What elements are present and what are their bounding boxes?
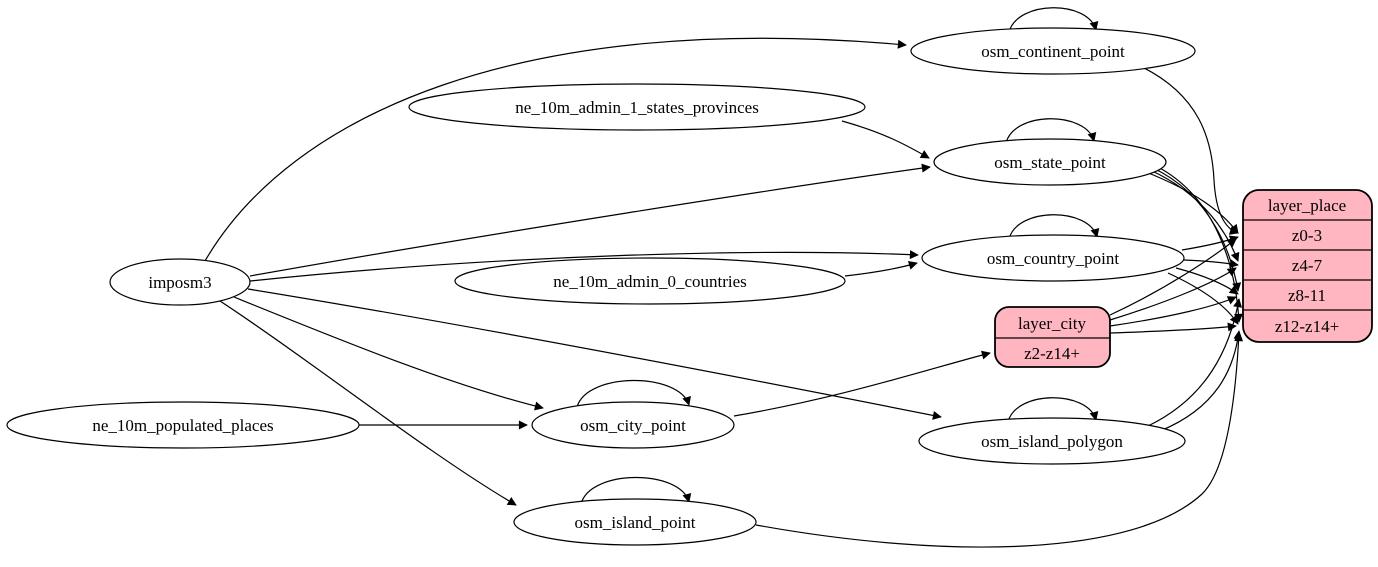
edge-layer-city-layer-place-z12-z14 xyxy=(1109,322,1237,334)
edge-osm-city-point-self xyxy=(576,379,691,408)
layer-city-row-z2-z14: z2-z14+ xyxy=(1024,344,1080,363)
node-osm-country-point: osm_country_point xyxy=(921,234,1185,282)
osm-continent-point-label: osm_continent_point xyxy=(981,42,1125,61)
edge-osm-country-point-layer-place-z0-3 xyxy=(1181,235,1239,251)
edge-osm-state-point-layer-place-z0-3 xyxy=(1145,171,1239,234)
edge-osm-state-point-layer-place-z8-11 xyxy=(1152,167,1242,292)
edge-osm-country-point-layer-place-z4-7 xyxy=(1183,259,1239,269)
node-ne-10m-populated-places: ne_10m_populated_places xyxy=(6,401,360,449)
osm-country-point-ellipse xyxy=(921,234,1185,282)
edge-osm-country-point-layer-place-z12-z14 xyxy=(1167,272,1239,325)
layer-place-box xyxy=(1242,189,1373,343)
edge-layer-city-layer-place-z8-11 xyxy=(1109,296,1237,327)
edge-layer-city-layer-place-z0-3 xyxy=(1109,238,1237,316)
ne-10m-admin-0-countries-ellipse xyxy=(454,257,846,305)
ne-10m-populated-places-label: ne_10m_populated_places xyxy=(92,416,273,435)
layer-city-box xyxy=(994,306,1111,368)
osm-island-point-label: osm_island_point xyxy=(575,513,696,532)
node-ne-10m-admin-1-states-provinces: ne_10m_admin_1_states_provinces xyxy=(408,83,866,131)
edge-osm-island-polygon-layer-place-z8-11 xyxy=(1147,298,1243,427)
layer-place-row-z4-7: z4-7 xyxy=(1292,256,1323,275)
edge-osm-island-polygon-self xyxy=(1007,397,1099,423)
edge-osm-country-point-layer-place-z8-11 xyxy=(1175,267,1239,295)
osm-island-polygon-ellipse xyxy=(918,417,1186,465)
osm-city-point-ellipse xyxy=(531,401,735,449)
osm-country-point-label: osm_country_point xyxy=(987,249,1119,268)
edge-osm-state-point-layer-place-z4-7 xyxy=(1149,169,1240,262)
node-layer-place: layer_place z0-3 z4-7 z8-11 z12-z14+ xyxy=(1242,189,1373,343)
osm-island-polygon-label: osm_island_polygon xyxy=(981,432,1123,451)
node-osm-island-point: osm_island_point xyxy=(513,498,757,546)
layer-place-title: layer_place xyxy=(1268,196,1346,215)
node-osm-city-point: osm_city_point xyxy=(531,401,735,449)
edge-osm-island-point-self xyxy=(580,476,692,505)
edge-imposm3-osm-state-point xyxy=(249,163,931,277)
edge-imposm3-osm-island-point xyxy=(219,300,517,506)
imposm3-ellipse xyxy=(109,258,251,306)
edge-imposm3-osm-island-polygon xyxy=(247,288,942,420)
ne-10m-admin-0-countries-label: ne_10m_admin_0_countries xyxy=(553,272,747,291)
node-ne-10m-admin-0-countries: ne_10m_admin_0_countries xyxy=(454,257,846,305)
edge-osm-state-point-self xyxy=(1005,118,1097,144)
edge-osm-state-point-layer-place-z12-z14 xyxy=(1155,165,1244,323)
node-imposm3: imposm3 xyxy=(109,258,251,306)
osm-state-point-label: osm_state_point xyxy=(994,153,1106,172)
imposm3-label: imposm3 xyxy=(148,273,211,292)
edge-osm-island-polygon-layer-place-z12-z14 xyxy=(1159,330,1243,432)
edge-osm-continent-point-self xyxy=(1008,7,1099,33)
layer-city-title: layer_city xyxy=(1018,314,1086,333)
edge-layer-city-layer-place-z4-7 xyxy=(1109,267,1237,321)
osm-state-point-ellipse xyxy=(933,138,1167,186)
osm-island-point-ellipse xyxy=(513,498,757,546)
node-osm-state-point: osm_state_point xyxy=(933,138,1167,186)
layer-place-row-z12-z14: z12-z14+ xyxy=(1275,317,1339,336)
osm-city-point-label: osm_city_point xyxy=(580,416,686,435)
edge-imposm3-osm-country-point xyxy=(249,250,919,282)
edge-imposm3-osm-continent-point xyxy=(204,37,907,262)
edge-osm-continent-point-layer-place-z0-3 xyxy=(1139,65,1239,235)
osm-continent-point-ellipse xyxy=(910,27,1196,75)
edge-ne-10m-admin-1-states-provinces-osm-state-point xyxy=(841,120,930,159)
edge-osm-country-point-self xyxy=(1008,214,1100,240)
node-layer-city: layer_city z2-z14+ xyxy=(994,306,1111,368)
edges-layer xyxy=(204,7,1244,548)
layer-place-row-z0-3: z0-3 xyxy=(1292,226,1322,245)
node-osm-continent-point: osm_continent_point xyxy=(910,27,1196,75)
ne-10m-populated-places-ellipse xyxy=(6,401,360,449)
edge-ne-10m-admin-0-countries-osm-country-point xyxy=(844,260,918,277)
node-osm-island-polygon: osm_island_polygon xyxy=(918,417,1186,465)
edge-osm-island-point-layer-place-z12-z14 xyxy=(755,332,1244,548)
ne-10m-admin-1-states-provinces-ellipse xyxy=(408,83,866,131)
edge-osm-city-point-layer-city-z2-z14 xyxy=(733,350,991,417)
edge-imposm3-osm-city-point xyxy=(233,296,544,411)
layer-place-row-z8-11: z8-11 xyxy=(1288,286,1326,305)
ne-10m-admin-1-states-provinces-label: ne_10m_admin_1_states_provinces xyxy=(515,98,759,117)
